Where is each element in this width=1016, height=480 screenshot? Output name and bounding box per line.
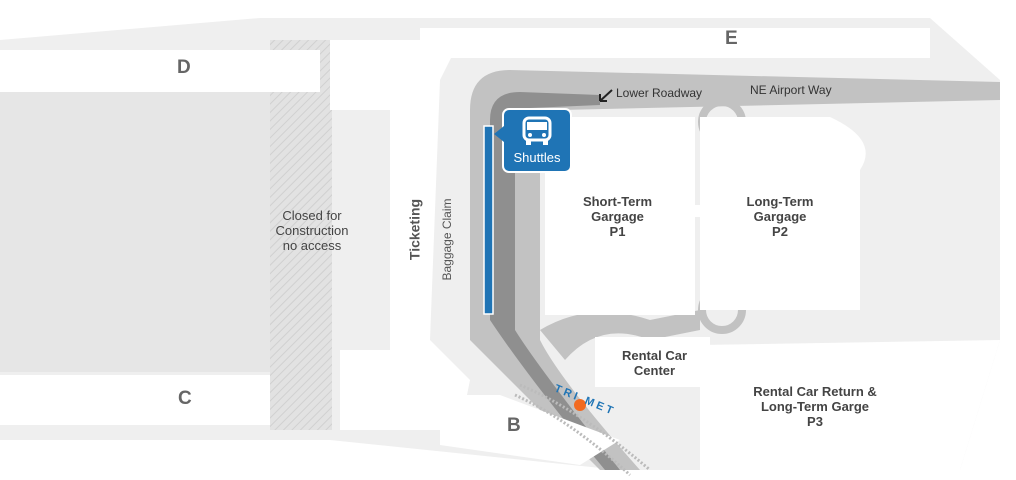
closed-line: Closed for	[282, 208, 342, 223]
label-line: Rental Car	[621, 348, 688, 363]
concourse-d-label: D	[177, 57, 191, 78]
arrow-icon	[599, 89, 613, 102]
long-term-label: Long-Term Gargage P2	[725, 194, 835, 239]
label-line: Rental Car Return &	[753, 384, 877, 399]
rental-center-label: Rental Car Center	[602, 348, 707, 378]
label-line: Gargage	[753, 209, 807, 224]
label-line: Center	[633, 363, 676, 378]
concourse-b	[440, 395, 620, 465]
concourse-c	[0, 375, 270, 425]
shuttles-callout[interactable]: Shuttles	[494, 108, 572, 173]
shuttles-label: Shuttles	[513, 150, 561, 165]
long-term-garage	[700, 117, 866, 310]
closed-label: Closed for Construction no access	[262, 208, 362, 253]
rental-return-label: Rental Car Return & Long-Term Garge P3	[730, 384, 900, 429]
garage-connector	[690, 205, 705, 217]
label-line: Gargage	[591, 209, 644, 224]
rental-return-area	[700, 340, 1000, 470]
trimet-rail	[514, 393, 632, 477]
label-line: Long-Term Garge	[760, 399, 870, 414]
label-line: P2	[772, 224, 788, 239]
terminal-building	[330, 40, 470, 430]
trimet-logo-icon	[574, 399, 586, 411]
label-line: P1	[609, 224, 626, 239]
closed-line: Construction	[275, 223, 349, 238]
concourse-e-label: E	[725, 28, 738, 49]
rental-car-center	[595, 337, 710, 387]
lower-roadway-label: Lower Roadway	[616, 86, 703, 100]
label-line: Short-Term	[582, 194, 653, 209]
closed-line: no access	[282, 238, 342, 253]
label-line: Long-Term	[746, 194, 814, 209]
hatched-strip	[270, 40, 332, 430]
baggage-claim-label: Baggage Claim	[440, 198, 454, 281]
ticketing-label: Ticketing	[406, 198, 423, 261]
concourse-d	[0, 50, 320, 92]
shuttle-platform[interactable]	[483, 125, 494, 315]
ne-airport-way-label: NE Airport Way	[750, 83, 832, 97]
concourse-e	[420, 28, 930, 58]
bus-icon	[522, 116, 552, 145]
short-term-label: Short-Term Gargage P1	[560, 194, 675, 239]
concourse-b-label: B	[507, 415, 521, 436]
label-line: P3	[807, 414, 823, 429]
roadway-loop	[540, 310, 700, 360]
concourse-c-label: C	[178, 388, 192, 409]
